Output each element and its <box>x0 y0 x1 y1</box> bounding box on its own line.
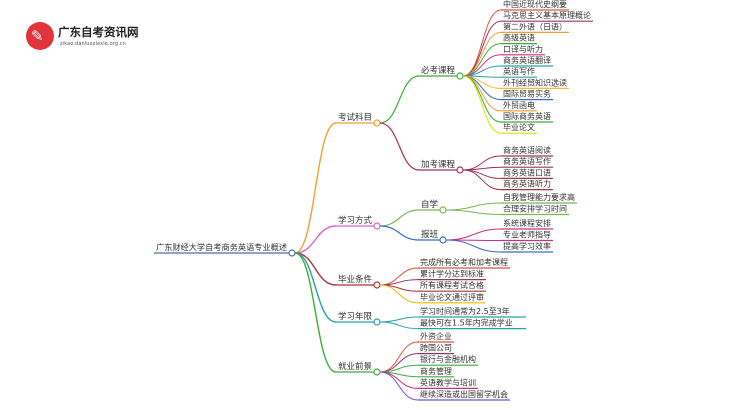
branch-node-dot <box>373 368 381 376</box>
root-node-dot <box>288 249 296 257</box>
leaf-connector <box>379 284 419 304</box>
leaf-node: 系统课程安排 <box>503 218 551 228</box>
leaf-node: 最快可在1.5年内完成学业 <box>420 318 513 328</box>
branch-node: 考试科目 <box>338 112 372 123</box>
site-logo: ✎ 广东自考资讯网 zikao.danluoxiexie.org.cn <box>26 18 156 58</box>
leaf-connector <box>462 31 502 77</box>
sub-branch-connector <box>379 209 420 227</box>
leaf-node: 提高学习效率 <box>503 241 551 251</box>
leaf-node: 第二外语（日语） <box>503 21 567 31</box>
branch-node-dot <box>373 119 381 127</box>
leaf-node: 跨国公司 <box>420 344 452 353</box>
leaf-connector <box>462 169 502 191</box>
leaf-connector <box>379 371 419 401</box>
leaf-node: 国际贸易实务 <box>503 89 551 99</box>
leaf-node: 累计学分达到标准 <box>420 269 484 279</box>
leaf-connector <box>379 321 419 330</box>
leaf-node: 完成所有必考和加考课程 <box>420 257 508 267</box>
graduation-cap-icon: ✎ <box>26 22 54 50</box>
leaf-connector <box>445 228 502 241</box>
site-domain: zikao.danluoxiexie.org.cn <box>60 41 126 47</box>
site-name: 广东自考资讯网 <box>58 25 139 39</box>
leaf-connector <box>462 166 502 171</box>
leaf-node: 商务英语阅读 <box>503 145 551 155</box>
leaf-node: 英语教学与培训 <box>420 377 476 387</box>
leaf-node: 自我管理能力要求高 <box>503 192 575 202</box>
branch-node: 学习方式 <box>338 215 373 226</box>
leaf-node: 毕业论文通过评审 <box>420 292 484 302</box>
leaf-node: 商务英语写作 <box>503 156 551 166</box>
root-node: 广东财经大学自考商务英语专业概述 <box>156 242 287 252</box>
branch-connector <box>294 122 337 254</box>
leaf-connector <box>462 169 502 179</box>
leaf-node: 高级英语 <box>503 33 535 43</box>
leaf-connector <box>445 239 502 253</box>
leaf-node: 口译与听力 <box>503 44 543 54</box>
leaf-node: 外刊经贸知识选读 <box>503 77 567 87</box>
sub-branch-node-dot <box>456 166 464 174</box>
leaf-connector <box>462 75 502 134</box>
leaf-node: 继续深造或出国留学机会 <box>420 389 508 399</box>
branch-node-dot <box>373 281 381 289</box>
leaf-node: 银行与金融机构 <box>420 354 476 364</box>
leaf-node: 外资企业 <box>420 331 452 341</box>
leaf-node: 马克思主义基本原理概论 <box>503 10 591 20</box>
leaf-connector <box>462 20 502 77</box>
branch-node: 毕业条件 <box>338 274 373 285</box>
leaf-node: 国际商务英语 <box>503 111 551 121</box>
leaf-node: 中国近现代史纲要 <box>503 0 567 9</box>
leaf-node: 商务管理 <box>420 366 452 376</box>
branch-connector <box>294 252 337 373</box>
leaf-connector <box>379 341 419 373</box>
sub-branch-connector <box>379 75 420 124</box>
sub-branch-node-dot <box>456 72 464 80</box>
leaf-node: 外贸函电 <box>503 100 535 110</box>
leaf-connector <box>462 54 502 77</box>
leaf-node: 专业老师指导 <box>503 230 551 240</box>
sub-branch-node: 必考课程 <box>421 65 456 76</box>
sub-branch-node: 报班 <box>421 229 439 240</box>
leaf-node: 合理安排学习时间 <box>503 204 567 214</box>
leaf-node: 学习时间通常为2.5至3年 <box>420 306 510 316</box>
branch-node: 学习年限 <box>338 311 373 322</box>
leaf-node: 英语写作 <box>503 66 535 76</box>
branch-connector <box>294 225 337 254</box>
sub-branch-connector <box>379 225 420 241</box>
sub-branch-connector <box>379 122 420 171</box>
sub-branch-node-dot <box>439 206 447 214</box>
sub-branch-node-dot <box>439 236 447 244</box>
leaf-node: 商务英语听力 <box>503 179 551 189</box>
sub-branch-node: 加考课程 <box>421 159 456 170</box>
leaf-connector <box>445 202 502 211</box>
leaf-node: 商务英语口语 <box>503 167 551 177</box>
branch-node-dot <box>373 222 381 230</box>
leaf-node: 所有课程考试合格 <box>420 280 484 290</box>
leaf-connector <box>445 209 502 215</box>
branch-node-dot <box>373 318 381 326</box>
leaf-node: 商务英语翻译 <box>503 55 551 65</box>
sub-branch-node: 自学 <box>421 199 439 210</box>
branch-connector <box>294 252 337 323</box>
branch-node: 就业前景 <box>338 361 372 372</box>
leaf-node: 毕业论文 <box>503 122 535 132</box>
leaf-connector <box>379 316 419 323</box>
leaf-connector <box>462 155 502 171</box>
